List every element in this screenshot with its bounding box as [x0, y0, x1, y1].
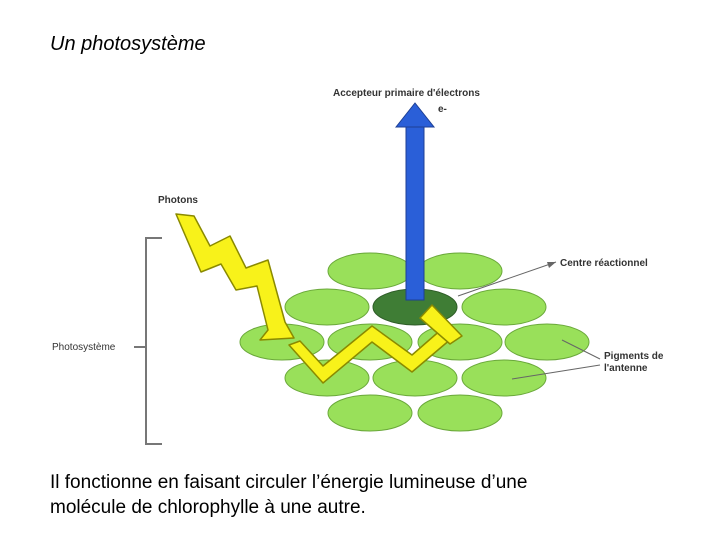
energy-transfer-to-center [419, 304, 463, 345]
photosystem-label: Photosystème [52, 342, 116, 353]
slide-caption: Il fonctionne en faisant circuler l’éner… [50, 470, 690, 520]
photon-lightning-icon [175, 213, 295, 341]
chlorophyll-molecule [327, 394, 413, 432]
antenna-label-line1: Pigments de [604, 351, 664, 362]
antenna-pointer-lower [511, 364, 601, 380]
slide-title: Un photosystème [50, 33, 206, 55]
chlorophyll-molecule [461, 359, 547, 397]
chlorophyll-molecule [284, 288, 370, 326]
chlorophyll-molecule [504, 323, 590, 361]
reaction-center-label: Centre réactionnel [560, 258, 648, 269]
reaction-center-pointer-head [547, 262, 556, 268]
photosystem-bracket [145, 237, 162, 445]
acceptor-label: Accepteur primaire d'électrons [333, 88, 480, 99]
chlorophyll-molecule [417, 252, 503, 290]
electron-label: e- [438, 104, 447, 115]
photons-label: Photons [158, 195, 198, 206]
reaction-center-pointer [457, 261, 557, 297]
caption-line-1: Il fonctionne en faisant circuler l’éner… [50, 472, 528, 493]
electron-transfer-arrow [394, 102, 436, 301]
antenna-label-line2: l'antenne [604, 363, 648, 374]
chlorophyll-molecule [417, 394, 503, 432]
chlorophyll-molecule [461, 288, 547, 326]
caption-line-2: molécule de chlorophylle à une autre. [50, 497, 366, 518]
antenna-pigments [239, 252, 590, 432]
antenna-pointer-upper [561, 339, 601, 360]
chlorophyll-molecule [327, 252, 413, 290]
